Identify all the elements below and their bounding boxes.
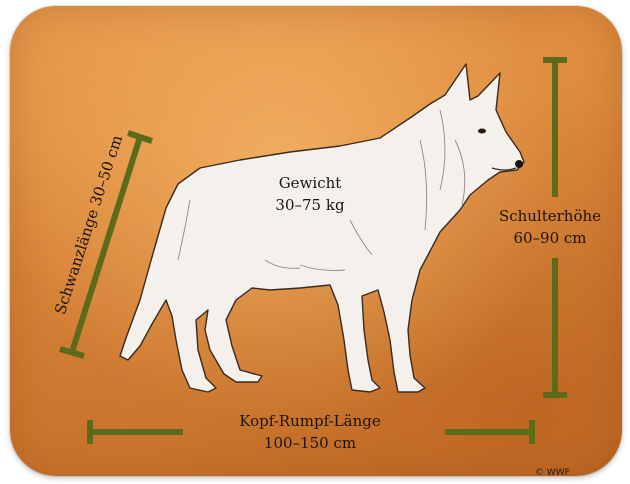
body-length-title: Kopf-Rumpf-Länge [210,410,410,432]
shoulder-height-title: Schulterhöhe [490,205,610,227]
weight-label: Gewicht 30–75 kg [255,172,365,216]
body-length-value: 100–150 cm [210,432,410,454]
weight-title: Gewicht [255,172,365,194]
shoulder-height-label: Schulterhöhe 60–90 cm [490,205,610,249]
weight-value: 30–75 kg [255,194,365,216]
body-length-label: Kopf-Rumpf-Länge 100–150 cm [210,410,410,454]
wolf-illustration [120,64,524,392]
copyright-notice: © WWF [535,468,570,478]
shoulder-height-value: 60–90 cm [490,227,610,249]
